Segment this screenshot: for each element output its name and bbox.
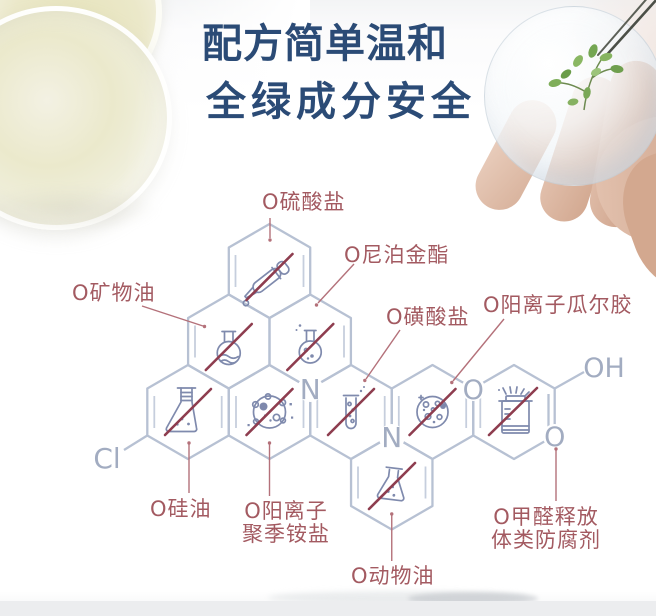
aromatic-inner-lines (153, 255, 482, 499)
hexagon-lattice (123, 222, 585, 531)
atom-oxygen-carbonyl: O (544, 422, 565, 453)
label-sulfonate: O磺酸盐 (386, 305, 470, 329)
label-sulfate: O硫酸盐 (262, 190, 346, 214)
atom-nitrogen-right: N (381, 421, 402, 454)
label-formaldehyde-releaser-line2: 体类防腐剂 (491, 527, 601, 552)
plant-sprig-icon (548, 44, 624, 111)
label-cationic-polyquaternium-line2: 聚季铵盐 (242, 521, 330, 546)
dropper-icon (242, 260, 290, 307)
bond-hydroxyl (554, 370, 585, 390)
label-silicone-oil: O硅油 (150, 497, 212, 521)
pointer-lines (141, 218, 558, 561)
atom-chlorine: Cl (93, 442, 120, 475)
label-mineral-oil: O矿物油 (72, 281, 156, 305)
label-formaldehyde-releaser: O甲醛释放 体类防腐剂 (486, 506, 606, 551)
label-cationic-guar-gum: O阳离子瓜尔胶 (483, 293, 633, 317)
dish-fade-overlay (0, 0, 310, 270)
atom-letter-masks (297, 376, 567, 450)
bottom-strip (0, 601, 656, 616)
atom-oxygen-ring: O (463, 375, 484, 406)
label-cationic-polyquaternium: O阳离子 聚季铵盐 (234, 500, 338, 545)
bond-chlorine (123, 434, 148, 451)
glass-sphere (484, 6, 656, 186)
microbe-cell-icon (247, 393, 294, 429)
label-animal-oil: O动物油 (351, 564, 435, 588)
tweezers-icon (597, 0, 656, 61)
headline-line-1: 配方简单温和 (202, 21, 448, 67)
headline-line-2: 全绿成分安全 (206, 79, 476, 125)
prohibition-strokes (163, 252, 539, 511)
label-formaldehyde-releaser-line1: O甲醛释放 (493, 505, 599, 529)
label-cationic-polyquaternium-line1: O阳离子 (244, 499, 328, 523)
erlenmeyer-flask-icon (165, 387, 198, 433)
atom-nitrogen-left: N (300, 373, 321, 406)
label-paraben: O尼泊金酯 (344, 243, 450, 267)
atom-hydroxyl: OH (583, 353, 625, 384)
